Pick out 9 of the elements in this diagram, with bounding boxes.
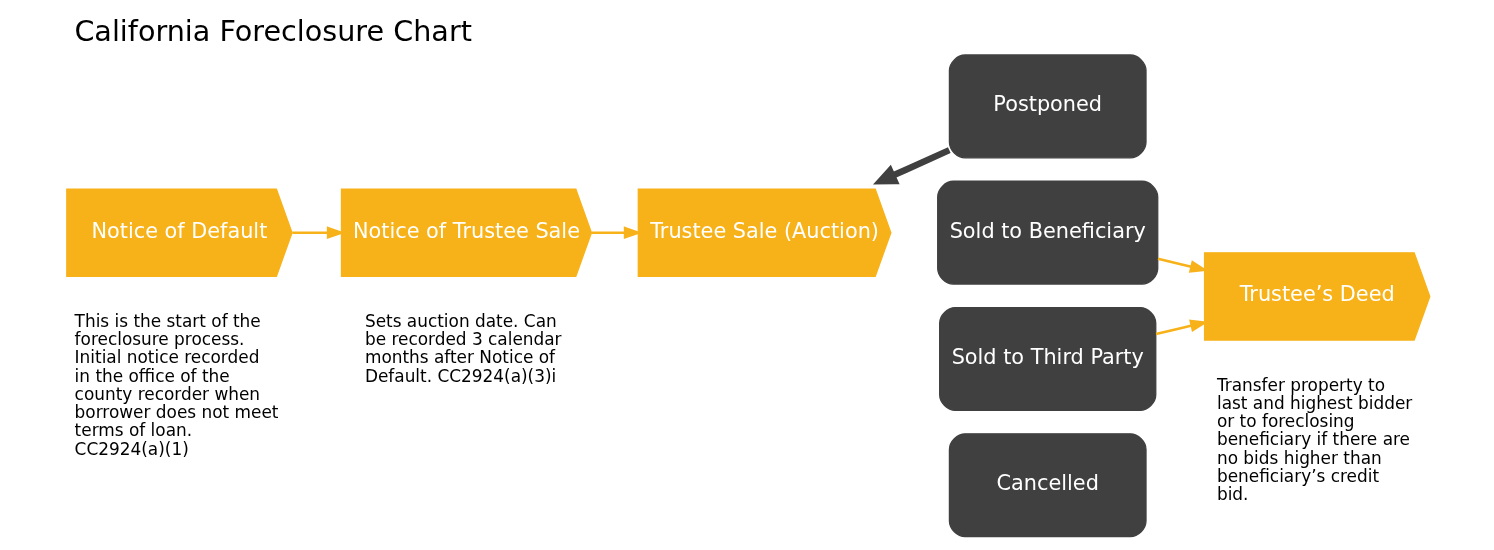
node-label: This is the start of the foreclosure process. Initial notice recorded in the office of the county recorder when borrower does not meet terms of loan. CC2924(a)(1) — [74, 310, 279, 459]
node-box: Postponed — [948, 54, 1147, 159]
node-label: Transfer property to last and highest bidder or to foreclosing beneficiary if there are no bids higher than beneficiary’s credit bid. — [1216, 374, 1413, 505]
arrow — [872, 147, 951, 185]
node-label: Sets auction date. Can be recorded 3 calendar months after Notice of Default. CC2924(a)(3)i — [364, 310, 562, 386]
diagram-title: California Foreclosure Chart — [74, 14, 472, 49]
node-box: Cancelled — [948, 433, 1147, 538]
node-box: Sold to Beneficiary — [937, 180, 1159, 285]
node-box: Sold to Third Party — [939, 306, 1157, 412]
